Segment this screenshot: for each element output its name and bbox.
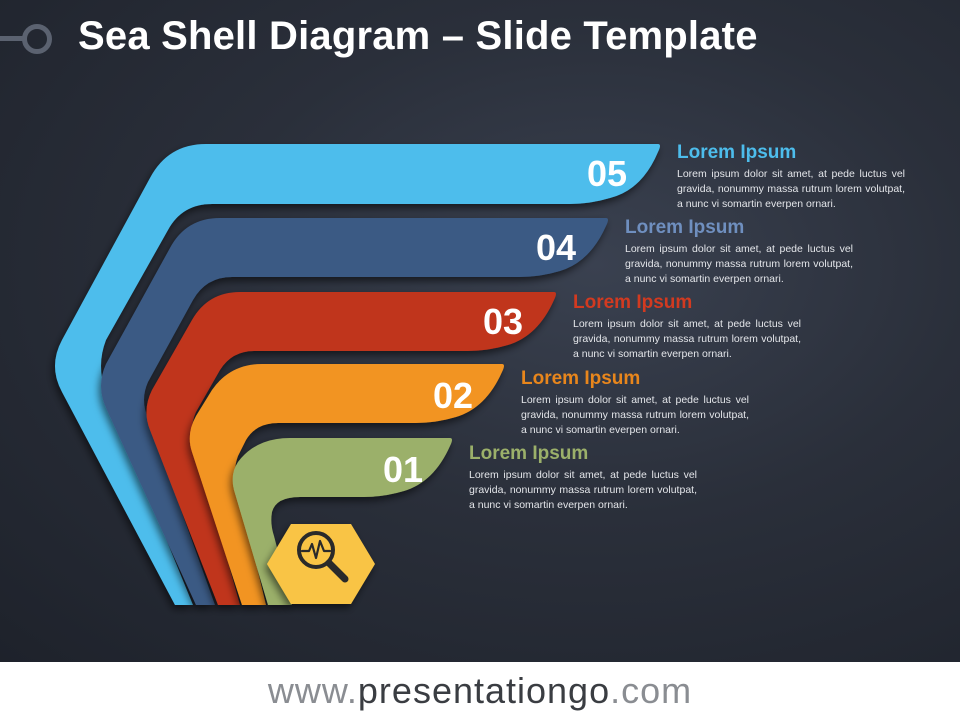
footer-url[interactable]: www.presentationgo.com	[0, 662, 960, 720]
band-03	[146, 292, 556, 605]
step-04-text: Lorem Ipsum Lorem ipsum dolor sit amet, …	[625, 217, 853, 287]
step-02-heading: Lorem Ipsum	[521, 368, 641, 389]
magnifier-pulse-icon	[297, 531, 349, 583]
step-01-text: Lorem Ipsum Lorem ipsum dolor sit amet, …	[469, 443, 697, 513]
step-number-02: 02	[433, 375, 473, 416]
sea-shell-diagram: 01 02 03 04 05	[55, 144, 660, 605]
step-03-text: Lorem Ipsum Lorem ipsum dolor sit amet, …	[573, 292, 801, 362]
band-02	[189, 364, 504, 605]
slide-canvas: Sea Shell Diagram – Slide Template 01 02…	[0, 0, 960, 662]
footer-prefix: www.	[267, 670, 358, 711]
slide-title: Sea Shell Diagram – Slide Template	[78, 14, 758, 58]
step-04-body: Lorem ipsum dolor sit amet, at pede luct…	[625, 243, 853, 285]
band-04	[101, 218, 608, 605]
step-05-body: Lorem ipsum dolor sit amet, at pede luct…	[677, 168, 905, 210]
step-05-heading: Lorem Ipsum	[677, 142, 797, 163]
step-02-body: Lorem ipsum dolor sit amet, at pede luct…	[521, 394, 749, 436]
step-05-text: Lorem Ipsum Lorem ipsum dolor sit amet, …	[677, 142, 905, 212]
step-number-05: 05	[587, 153, 627, 194]
title-ring-icon	[22, 24, 52, 54]
step-02-text: Lorem Ipsum Lorem ipsum dolor sit amet, …	[521, 368, 749, 438]
step-number-04: 04	[536, 227, 576, 268]
band-05	[55, 144, 660, 605]
step-03-body: Lorem ipsum dolor sit amet, at pede luct…	[573, 318, 801, 360]
step-03-heading: Lorem Ipsum	[573, 292, 693, 313]
step-01-heading: Lorem Ipsum	[469, 443, 589, 464]
step-04-heading: Lorem Ipsum	[625, 217, 745, 238]
step-number-01: 01	[383, 449, 423, 490]
title-decoration-line	[0, 36, 24, 41]
footer-suffix: .com	[610, 670, 693, 711]
step-number-03: 03	[483, 301, 523, 342]
footer-brand: presentationgo	[357, 670, 611, 711]
step-01-body: Lorem ipsum dolor sit amet, at pede luct…	[469, 469, 697, 511]
center-hexagon	[267, 524, 375, 604]
band-01	[232, 438, 452, 605]
